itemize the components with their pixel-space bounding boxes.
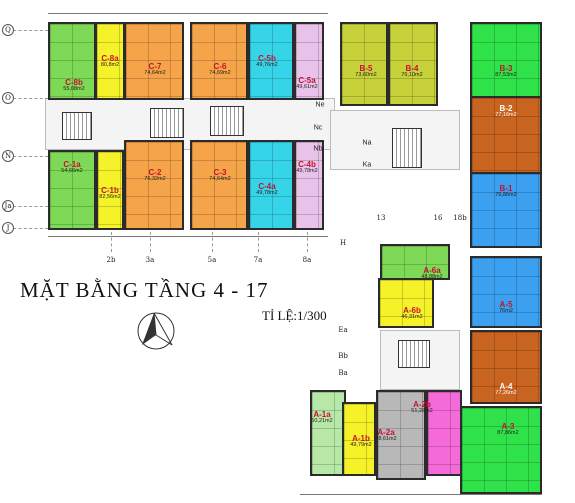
unit-c-8b[interactable] (48, 22, 96, 100)
grid-line-5a (212, 232, 213, 252)
dimension-line-right (300, 494, 542, 498)
axis-label-ba: Ba (338, 369, 348, 377)
unit-c-7[interactable] (124, 22, 184, 100)
grid-line-j (8, 228, 48, 229)
unit-a-2a[interactable] (376, 390, 426, 480)
unit-c-1a[interactable] (48, 150, 96, 230)
zone-label-ka: Ka (362, 161, 372, 169)
axis-label-5a: 5a (207, 256, 217, 264)
unit-a-1b[interactable] (342, 402, 376, 476)
axis-label-ea: Ea (338, 326, 348, 334)
unit-a-5[interactable] (470, 256, 542, 328)
grid-line-3a (150, 232, 151, 252)
axis-bubble-n (2, 150, 14, 162)
zone-label-ne: Ne (315, 101, 325, 109)
axis-label-q: Q (5, 26, 11, 34)
axis-label-o: O (5, 94, 11, 102)
zone-label-nc: Nc (313, 124, 323, 132)
unit-c-5a[interactable] (294, 22, 324, 100)
axis-label-18b: 18b (453, 214, 467, 222)
unit-c-8a[interactable] (95, 22, 125, 100)
grid-line-ja (8, 206, 48, 207)
axis-label-ja: Ja (4, 202, 12, 210)
axis-label-13: 13 (376, 214, 386, 222)
axis-label-h: H (339, 239, 347, 247)
unit-c-5b[interactable] (248, 22, 294, 100)
dimension-line-top (48, 13, 328, 17)
grid-line-n (8, 156, 48, 157)
unit-b-3[interactable] (470, 22, 542, 98)
axis-label-n: N (4, 152, 12, 160)
unit-a-6b[interactable] (378, 278, 434, 328)
grid-line-7a (258, 232, 259, 252)
axis-bubble-o (2, 92, 14, 104)
unit-b-4[interactable] (388, 22, 438, 106)
axis-bubble-j (2, 222, 14, 234)
unit-c-1b[interactable] (96, 150, 124, 230)
stair-core-5 (398, 340, 430, 368)
unit-a-3[interactable] (460, 406, 542, 494)
zone-label-nb: Nb (313, 145, 323, 153)
unit-b-1[interactable] (470, 172, 542, 248)
unit-c-2[interactable] (124, 140, 184, 230)
zone-label-na: Na (362, 139, 372, 147)
unit-c-4a[interactable] (248, 140, 294, 230)
stair-core-3 (210, 106, 244, 136)
axis-label-bb: Bb (338, 352, 348, 360)
unit-b-5[interactable] (340, 22, 388, 106)
grid-line-8a (307, 232, 308, 252)
axis-label-16: 16 (433, 214, 443, 222)
axis-bubble-q (2, 24, 14, 36)
plan-title: MẶT BẰNG TẦNG 4 - 17 (20, 278, 269, 302)
axis-label-8a: 8a (302, 256, 312, 264)
stair-core-1 (62, 112, 92, 140)
plan-scale: TỈ LỆ:1/300 (262, 308, 327, 323)
axis-label-3a: 3a (145, 256, 155, 264)
dimension-line-bottom (48, 236, 328, 240)
grid-line-o (8, 98, 48, 99)
unit-b-2[interactable] (470, 96, 542, 174)
north-arrow-icon (137, 312, 175, 350)
unit-a-1a[interactable] (310, 390, 346, 476)
unit-a-4[interactable] (470, 330, 542, 404)
grid-line-q (8, 30, 48, 31)
unit-c-3[interactable] (190, 140, 248, 230)
axis-label-j: J (6, 224, 10, 232)
axis-bubble-ja (2, 200, 14, 212)
axis-label-2b: 2b (106, 256, 116, 264)
unit-c-6[interactable] (190, 22, 248, 100)
stair-core-4 (392, 128, 422, 168)
unit-c-4b[interactable] (294, 140, 324, 230)
grid-line-2b (111, 232, 112, 252)
stair-core-2 (150, 108, 184, 138)
axis-label-7a: 7a (253, 256, 263, 264)
